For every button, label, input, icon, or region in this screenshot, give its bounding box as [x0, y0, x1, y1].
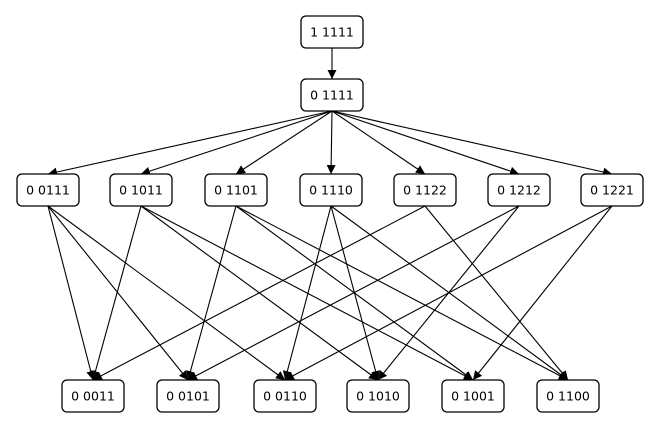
node-box — [536, 379, 600, 413]
node-n01100: 0 1100 — [536, 379, 600, 413]
node-box — [300, 15, 364, 49]
edge-n01122-to-n00011 — [92, 205, 426, 381]
node-n01001: 0 1001 — [441, 379, 505, 413]
node-n00111: 0 0111 — [16, 173, 80, 207]
node-box — [580, 173, 644, 207]
node-n01101: 0 1101 — [204, 173, 268, 207]
node-box — [299, 173, 363, 207]
node-n01110: 0 1110 — [299, 173, 363, 207]
edge-n01111-to-n00111 — [47, 110, 333, 177]
edges-layer — [47, 48, 613, 381]
node-n00101: 0 0101 — [156, 379, 220, 413]
node-label: 0 1111 — [310, 88, 354, 103]
edge-n01221-to-n01001 — [472, 205, 613, 381]
nodes-layer: 1 1111 0 1111 0 0111 0 1011 0 1101 0 1110 0 11… — [16, 15, 644, 413]
node-label: 0 1101 — [214, 183, 258, 198]
node-n01221: 0 1221 — [580, 173, 644, 207]
node-label: 1 1111 — [310, 25, 354, 40]
node-n01122: 0 1122 — [393, 173, 457, 207]
node-n01212: 0 1212 — [487, 173, 551, 207]
node-n00011: 0 0011 — [61, 379, 125, 413]
edge-n01111-to-n01221 — [331, 110, 613, 177]
node-box — [441, 379, 505, 413]
node-n00110: 0 0110 — [253, 379, 317, 413]
node-label: 0 1110 — [309, 183, 353, 198]
node-label: 0 0011 — [71, 389, 115, 404]
node-box — [16, 173, 80, 207]
node-label: 0 1122 — [403, 183, 447, 198]
node-label: 0 1011 — [119, 183, 163, 198]
edge-n00111-to-n00011 — [47, 205, 96, 381]
node-box — [487, 173, 551, 207]
edge-n00111-to-n00101 — [47, 205, 189, 381]
node-label: 0 1010 — [356, 389, 400, 404]
node-box — [346, 379, 410, 413]
edge-n01101-to-n01100 — [235, 205, 569, 381]
node-box — [300, 78, 364, 112]
edge-n01111-to-n01011 — [140, 110, 333, 176]
node-n01010: 0 1010 — [346, 379, 410, 413]
node-label: 0 0111 — [26, 183, 70, 198]
node-box — [61, 379, 125, 413]
node-label: 0 1221 — [590, 183, 634, 198]
node-label: 0 1001 — [451, 389, 495, 404]
edge-n01110-to-n00110 — [282, 205, 332, 381]
edge-n01011-to-n01001 — [140, 205, 474, 381]
node-label: 0 0110 — [263, 389, 307, 404]
node-n11111: 1 1111 — [300, 15, 364, 49]
node-label: 0 1212 — [497, 183, 541, 198]
edge-n01011-to-n00011 — [91, 205, 142, 381]
edge-n01111-to-n01101 — [235, 110, 333, 175]
edge-n01221-to-n00110 — [284, 205, 613, 381]
node-box — [204, 173, 268, 207]
edge-n01122-to-n01100 — [424, 205, 569, 381]
edge-n01101-to-n00101 — [186, 205, 237, 381]
node-n01011: 0 1011 — [109, 173, 173, 207]
edge-n01111-to-n01212 — [331, 110, 520, 176]
edge-n01111-to-n01122 — [331, 110, 426, 175]
node-box — [156, 379, 220, 413]
edge-n01111-to-n01110 — [326, 110, 336, 175]
node-box — [393, 173, 457, 207]
node-box — [109, 173, 173, 207]
node-box — [253, 379, 317, 413]
node-label: 0 0101 — [166, 389, 210, 404]
edge-n01212-to-n00101 — [187, 205, 520, 381]
node-n01111: 0 1111 — [300, 78, 364, 112]
edge-n00111-to-n00110 — [47, 205, 286, 381]
node-label: 0 1100 — [546, 389, 590, 404]
